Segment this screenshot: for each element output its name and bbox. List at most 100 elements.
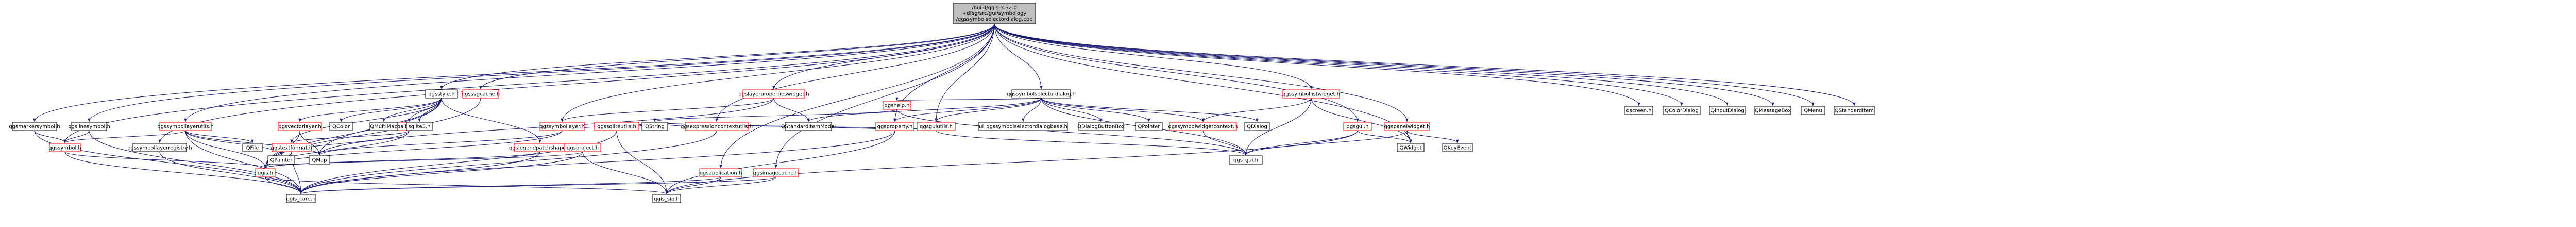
node-label: qgis_core.h	[286, 197, 316, 202]
node-label: qgsimagecache.h	[753, 171, 799, 176]
node-box	[278, 122, 322, 131]
node-label: qgsapplication.h	[700, 171, 742, 176]
dependency-edge	[665, 176, 721, 194]
node-qgsstyle-h[interactable]: qgsstyle.h	[425, 89, 458, 99]
node-box	[1834, 106, 1875, 115]
node-box	[1169, 122, 1237, 131]
node-qpointer[interactable]: QPointer	[1135, 122, 1163, 131]
node-qgsguiutils-h[interactable]: qgsguiutils.h	[917, 122, 956, 131]
node-box	[539, 122, 585, 131]
node-qgssymbollayer-h[interactable]: qgssymbollayer.h	[539, 122, 585, 131]
dependency-edge	[298, 98, 442, 122]
node-label: qgslegendpatchshape.h	[509, 145, 571, 151]
node-qgssymbolselectordialog-h[interactable]: qgssymbolselectordialog.h	[1007, 89, 1076, 99]
node-qgsexpressioncontextutils-h[interactable]: qgsexpressioncontextutils.h	[681, 122, 753, 131]
node-qgssvgcache-h[interactable]: qgssvgcache.h	[462, 89, 500, 99]
node-box	[1754, 106, 1791, 115]
dependency-edge	[265, 176, 668, 194]
node-qgsmarkersymbol-h[interactable]: qgsmarkersymbol.h	[9, 122, 60, 131]
dependency-edge	[994, 23, 1313, 90]
node-qgis-h[interactable]: qgis.h	[255, 168, 276, 177]
dependency-edge	[89, 130, 302, 194]
dependency-edge	[290, 130, 410, 143]
node-sqlite3-h[interactable]: sqlite3.h	[406, 122, 433, 131]
node-qinputdialog[interactable]: QInputDialog	[1709, 106, 1746, 115]
dependency-edge	[382, 98, 442, 122]
node-qdialog[interactable]: QDialog	[1244, 122, 1270, 131]
node-qgis-core-h[interactable]: qgis_core.h	[286, 194, 316, 203]
node-box	[272, 143, 312, 152]
node-qgssymbollistwidget-h[interactable]: qgssymbollistwidget.h	[1282, 89, 1340, 99]
dependency-edge	[994, 23, 1043, 90]
node-box	[1343, 122, 1372, 131]
node-box	[425, 89, 458, 99]
node-qwidget[interactable]: QWidget	[1397, 143, 1425, 152]
node-qgsproject-h[interactable]: qgsproject.h	[564, 143, 601, 152]
node-qgssymbolwidgetcontext-h[interactable]: qgssymbolwidgetcontext.h	[1168, 122, 1238, 131]
dependency-edge	[318, 130, 563, 156]
dependency-edge	[1311, 98, 1412, 143]
node-qgs-gui-h[interactable]: qgs_gui.h	[1229, 155, 1263, 165]
node-qkeyevent[interactable]: QKeyEvent	[1442, 143, 1473, 152]
node-label: qgstextformat.h	[271, 145, 313, 151]
root-node-label: +dfsg/src/gui/symbology	[962, 11, 1027, 17]
dependency-edge	[1406, 130, 1459, 143]
node-label: QPainter	[270, 158, 293, 164]
node-label: QMap	[312, 158, 327, 164]
node-qmultimap[interactable]: QMultiMap	[369, 122, 398, 131]
node-qmap[interactable]: QMap	[309, 155, 330, 165]
node-qgsvectorlayer-h[interactable]: qgsvectorlayer.h	[278, 122, 322, 131]
node-qgslegendpatchshape-h[interactable]: qgslegendpatchshape.h	[509, 143, 571, 152]
root-node-label: /build/qgis-3.32.0	[972, 5, 1016, 11]
node-qgshelp-h[interactable]: qgshelp.h	[883, 101, 911, 110]
node-qstandarditemmodel[interactable]: QStandardItemModel	[781, 122, 836, 131]
node-qgspanelwidget-h[interactable]: qgspanelwidget.h	[1384, 122, 1430, 131]
node-qgsapplication-h[interactable]: qgsapplication.h	[699, 168, 742, 177]
dependency-edge	[653, 109, 897, 122]
node-qstandarditem[interactable]: QStandardItem	[1834, 106, 1875, 115]
dependency-edge	[561, 98, 774, 122]
dependency-edge	[994, 23, 1683, 106]
node-label: qgsgui.h	[1347, 124, 1369, 130]
dependency-edge	[665, 130, 1358, 194]
node-qscreen-h[interactable]: qscreen.h	[1624, 106, 1653, 115]
node-qgssymbol-h[interactable]: qgssymbol.h	[48, 143, 81, 152]
dependency-edge	[665, 176, 776, 194]
dependency-edge	[935, 98, 1042, 122]
dependency-edge	[265, 176, 302, 194]
node-qfile[interactable]: QFile	[242, 143, 263, 152]
node-box	[1397, 143, 1425, 152]
node-qgssqliteutils-h[interactable]: qgssqliteutils.h	[594, 122, 639, 131]
dependency-edge	[994, 23, 1815, 106]
node-qgsproperty-h[interactable]: qgsproperty.h	[875, 122, 914, 131]
node-qcolor[interactable]: QColor	[329, 122, 353, 131]
node-qcolordialog[interactable]: QColorDialog	[1663, 106, 1701, 115]
dependency-edge	[185, 130, 321, 156]
node-label: qgsguiutils.h	[920, 124, 953, 130]
node-qmessagebox[interactable]: QMessageBox	[1754, 106, 1791, 115]
node-qgslinesymbol-h[interactable]: qgslinesymbol.h	[68, 122, 110, 131]
node-label: QDialog	[1247, 124, 1267, 130]
node-qgstextformat-h[interactable]: qgstextformat.h	[271, 143, 313, 152]
node-qstring[interactable]: QString	[641, 122, 668, 131]
node-qgssymbollayerregistry-h[interactable]: qgssymbollayerregistry.h	[127, 143, 192, 152]
node-qdialogbuttonbox[interactable]: QDialogButtonBox	[1077, 122, 1125, 131]
dependency-edge	[994, 23, 1640, 106]
node-qgsimagecache-h[interactable]: qgsimagecache.h	[753, 168, 799, 177]
dependency-edge	[185, 130, 267, 169]
node-label: qgsexpressioncontextutils.h	[681, 124, 753, 130]
node-qgslayerpropertieswidget-h[interactable]: qgslayerpropertieswidget.h	[738, 89, 809, 99]
node-box	[309, 155, 330, 165]
node-qgis-sip-h[interactable]: qgis_sip.h	[652, 194, 681, 203]
node-label: qscreen.h	[1626, 108, 1651, 114]
node-qmenu[interactable]: QMenu	[1801, 106, 1825, 115]
node-label: qgslinesymbol.h	[68, 124, 110, 130]
node-ui-qgssymbolselectordialogbase-h[interactable]: ui_qgssymbolselectordialogbase.h	[978, 122, 1068, 131]
node-qpainter[interactable]: QPainter	[267, 155, 295, 165]
node-box	[329, 122, 353, 131]
node-qgssymbollayerutils-h[interactable]: qgssymbollayerutils.h	[157, 122, 214, 131]
node-qgsgui-h[interactable]: qgsgui.h	[1343, 122, 1372, 131]
node-box	[1663, 106, 1701, 115]
node-box	[406, 122, 433, 131]
